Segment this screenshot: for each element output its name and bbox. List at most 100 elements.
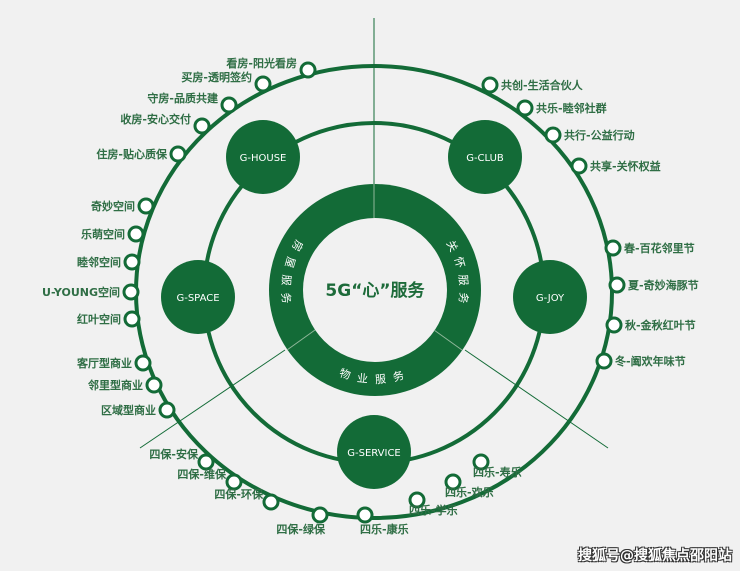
node-label: 收房-安心交付 (120, 112, 191, 126)
hub-g-club: G-CLUB (448, 120, 522, 194)
outer-node: 共乐-睦邻社群 (516, 99, 607, 117)
node-marker (516, 99, 534, 117)
node-label: 邻里型商业 (87, 378, 143, 392)
outer-node: 红叶空间 (77, 310, 141, 328)
node-label: 睦邻空间 (77, 255, 121, 269)
node-marker (604, 239, 622, 257)
node-label: 四乐-欢乐 (445, 485, 494, 499)
node-label: 四保-绿保 (276, 522, 326, 536)
outer-node: 四保-维保 (177, 467, 243, 491)
node-marker (311, 506, 329, 524)
outer-node: 共行-公益行动 (544, 126, 635, 144)
node-label: 共享-关怀权益 (590, 159, 661, 173)
hub-circle (161, 260, 235, 334)
node-label: 春-百花邻里节 (624, 241, 695, 255)
node-label: U-YOUNG空间 (42, 285, 120, 299)
hub-circle (513, 260, 587, 334)
node-marker (605, 316, 623, 334)
hub-g-house: G-HOUSE (226, 120, 300, 194)
node-marker (145, 376, 163, 394)
ring-center (303, 218, 447, 362)
node-marker (254, 75, 272, 93)
node-label: 四乐-寿乐 (473, 465, 522, 479)
node-marker (481, 76, 499, 94)
node-label: 四保-安保 (149, 447, 199, 461)
node-label: 区域型商业 (101, 403, 156, 417)
node-label: 共乐-睦邻社群 (536, 101, 607, 115)
hub-circle (448, 120, 522, 194)
node-label: 住房-贴心质保 (96, 147, 168, 161)
node-marker (408, 491, 426, 509)
node-marker (197, 453, 215, 471)
node-marker (220, 96, 238, 114)
node-marker (158, 401, 176, 419)
outer-node: 共创-生活合伙人 (481, 76, 584, 94)
node-marker (444, 473, 462, 491)
hub-g-service: G-SERVICE (337, 415, 411, 489)
outer-node: 四保-绿保 (276, 506, 329, 536)
hub-circle (226, 120, 300, 194)
outer-node: 共享-关怀权益 (570, 157, 661, 175)
outer-node: 邻里型商业 (87, 376, 163, 394)
node-label: 秋-金秋红叶节 (625, 318, 696, 332)
node-label: 乐萌空间 (81, 227, 125, 241)
node-marker (472, 453, 490, 471)
node-label: 买房-透明签约 (181, 70, 252, 84)
node-marker (137, 197, 155, 215)
outer-node: 守房-品质共建 (147, 91, 238, 114)
outer-node: 收房-安心交付 (120, 112, 211, 135)
outer-node: 买房-透明签约 (181, 70, 272, 93)
node-marker (570, 157, 588, 175)
divider-line-right (464, 349, 609, 449)
node-marker (193, 117, 211, 135)
node-marker (608, 276, 626, 294)
outer-node: 四保-环保 (214, 487, 280, 511)
outer-node: 四乐-欢乐 (444, 473, 494, 499)
node-label: 共创-生活合伙人 (501, 78, 584, 92)
outer-node: 区域型商业 (101, 401, 176, 419)
ring-divider (433, 329, 463, 351)
watermark: 搜狐号@搜狐焦点邵阳站 (578, 548, 732, 564)
node-label: 四保-维保 (177, 467, 227, 481)
node-label: 看房-阳光看房 (226, 56, 297, 70)
node-label: 客厅型商业 (76, 356, 132, 370)
outer-node: 四乐-寿乐 (472, 453, 522, 479)
node-label: 四保-环保 (214, 487, 264, 501)
hub-g-joy: G-JOY (513, 260, 587, 334)
outer-node: 奇妙空间 (91, 197, 155, 215)
node-label: 冬-阖欢年味节 (615, 354, 686, 368)
node-marker (225, 473, 243, 491)
outer-node: 四乐-学乐 (408, 491, 458, 517)
node-marker (595, 352, 613, 370)
node-marker (262, 493, 280, 511)
node-marker (127, 225, 145, 243)
outer-node: 睦邻空间 (77, 253, 141, 271)
outer-node: 秋-金秋红叶节 (605, 316, 696, 334)
node-label: 四乐-学乐 (409, 503, 458, 517)
hub-label: G-JOY (536, 293, 565, 304)
node-marker (169, 145, 187, 163)
outer-node: 冬-阖欢年味节 (595, 352, 686, 370)
hub-label: G-CLUB (466, 153, 504, 164)
node-label: 夏-奇妙海豚节 (628, 278, 699, 292)
node-label: 共行-公益行动 (564, 128, 635, 142)
outer-node: 四保-安保 (149, 447, 215, 471)
hub-circle (337, 415, 411, 489)
hub-label: G-SPACE (176, 293, 219, 304)
node-label: 四乐-康乐 (360, 522, 409, 536)
node-marker (356, 506, 374, 524)
node-marker (134, 354, 152, 372)
node-label: 守房-品质共建 (147, 91, 219, 105)
node-marker (123, 310, 141, 328)
center-title: 5G“心”服务 (325, 280, 425, 301)
hub-g-space: G-SPACE (161, 260, 235, 334)
outer-node: 四乐-康乐 (356, 506, 409, 536)
outer-node: 看房-阳光看房 (226, 56, 317, 79)
hub-label: G-SERVICE (347, 448, 401, 459)
outer-node: U-YOUNG空间 (42, 283, 140, 301)
ring-divider (286, 329, 316, 351)
node-label: 红叶空间 (77, 312, 121, 326)
node-marker (544, 126, 562, 144)
